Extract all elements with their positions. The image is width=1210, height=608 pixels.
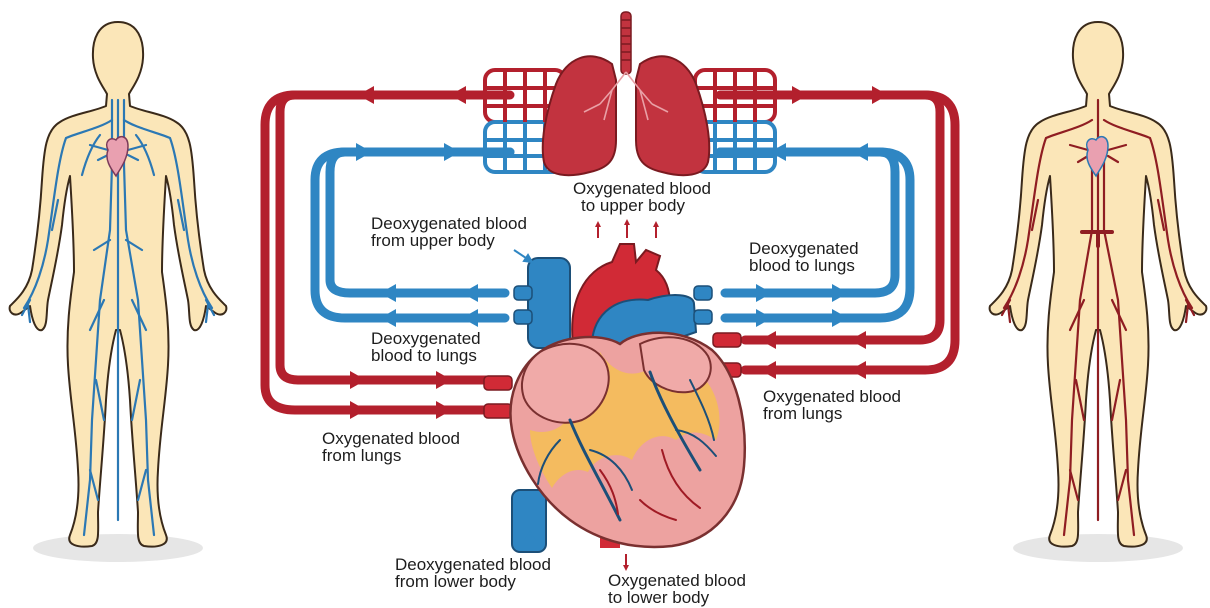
label-line: Deoxygenated: [749, 240, 859, 257]
label-deoxygenated-to-lungs-right: Deoxygenated blood to lungs: [749, 240, 859, 274]
arrow-right-icon: [792, 86, 808, 104]
arrow-left-icon: [760, 331, 776, 349]
label-line: blood to lungs: [371, 347, 481, 364]
arrow-left-icon: [462, 284, 478, 302]
arrow-right-icon: [350, 371, 366, 389]
arrow-left-icon: [850, 331, 866, 349]
arrow-right-icon: [832, 309, 848, 327]
arrow-left-icon: [852, 143, 868, 161]
label-line: from lungs: [322, 447, 460, 464]
label-oxygenated-to-lower-body: Oxygenated blood to lower body: [608, 572, 746, 606]
arrow-right-icon: [436, 371, 452, 389]
superior-vena-cava: [528, 258, 570, 348]
label-deoxygenated-from-lower-body: Deoxygenated blood from lower body: [395, 556, 551, 590]
arrow-left-icon: [450, 86, 466, 104]
label-line: Deoxygenated: [371, 330, 481, 347]
arrow-right-icon: [832, 284, 848, 302]
right-figure: [990, 22, 1207, 562]
label-line: Oxygenated blood: [763, 388, 901, 405]
arrow-right-icon: [436, 401, 452, 419]
label-deoxygenated-to-lungs-left: Deoxygenated blood to lungs: [371, 330, 481, 364]
label-oxygenated-to-upper-body: Oxygenated blood to upper body: [573, 180, 711, 214]
label-line: Oxygenated blood: [573, 180, 711, 197]
label-deoxygenated-from-upper-body: Deoxygenated blood from upper body: [371, 215, 527, 249]
right-figure-shadow: [1013, 534, 1183, 562]
arrow-left-icon: [380, 284, 396, 302]
label-line: to upper body: [573, 197, 711, 214]
arrow-right-icon: [444, 143, 460, 161]
label-line: from upper body: [371, 232, 527, 249]
arrow-right-icon: [872, 86, 888, 104]
lungs-illustration: [543, 12, 710, 175]
label-line: Oxygenated blood: [322, 430, 460, 447]
arrow-right-icon: [756, 309, 772, 327]
label-line: blood to lungs: [749, 257, 859, 274]
left-figure-shadow: [33, 534, 203, 562]
arrow-left-icon: [770, 143, 786, 161]
label-line: Deoxygenated blood: [371, 215, 527, 232]
arrow-right-icon: [756, 284, 772, 302]
left-figure: [10, 22, 227, 562]
arrow-left-icon: [760, 361, 776, 379]
arrow-right-icon: [350, 401, 366, 419]
label-line: from lower body: [395, 573, 551, 590]
trachea: [621, 12, 631, 74]
heart-illustration: [484, 244, 745, 552]
right-atrium: [522, 344, 609, 423]
label-line: to lower body: [608, 589, 746, 606]
arrow-left-icon: [358, 86, 374, 104]
arrow-right-icon: [356, 143, 372, 161]
label-oxygenated-from-lungs-left: Oxygenated blood from lungs: [322, 430, 460, 464]
label-line: Deoxygenated blood: [395, 556, 551, 573]
label-line: Oxygenated blood: [608, 572, 746, 589]
label-oxygenated-from-lungs-right: Oxygenated blood from lungs: [763, 388, 901, 422]
arrow-left-icon: [380, 309, 396, 327]
arrow-left-icon: [462, 309, 478, 327]
label-line: from lungs: [763, 405, 901, 422]
arrow-left-icon: [850, 361, 866, 379]
